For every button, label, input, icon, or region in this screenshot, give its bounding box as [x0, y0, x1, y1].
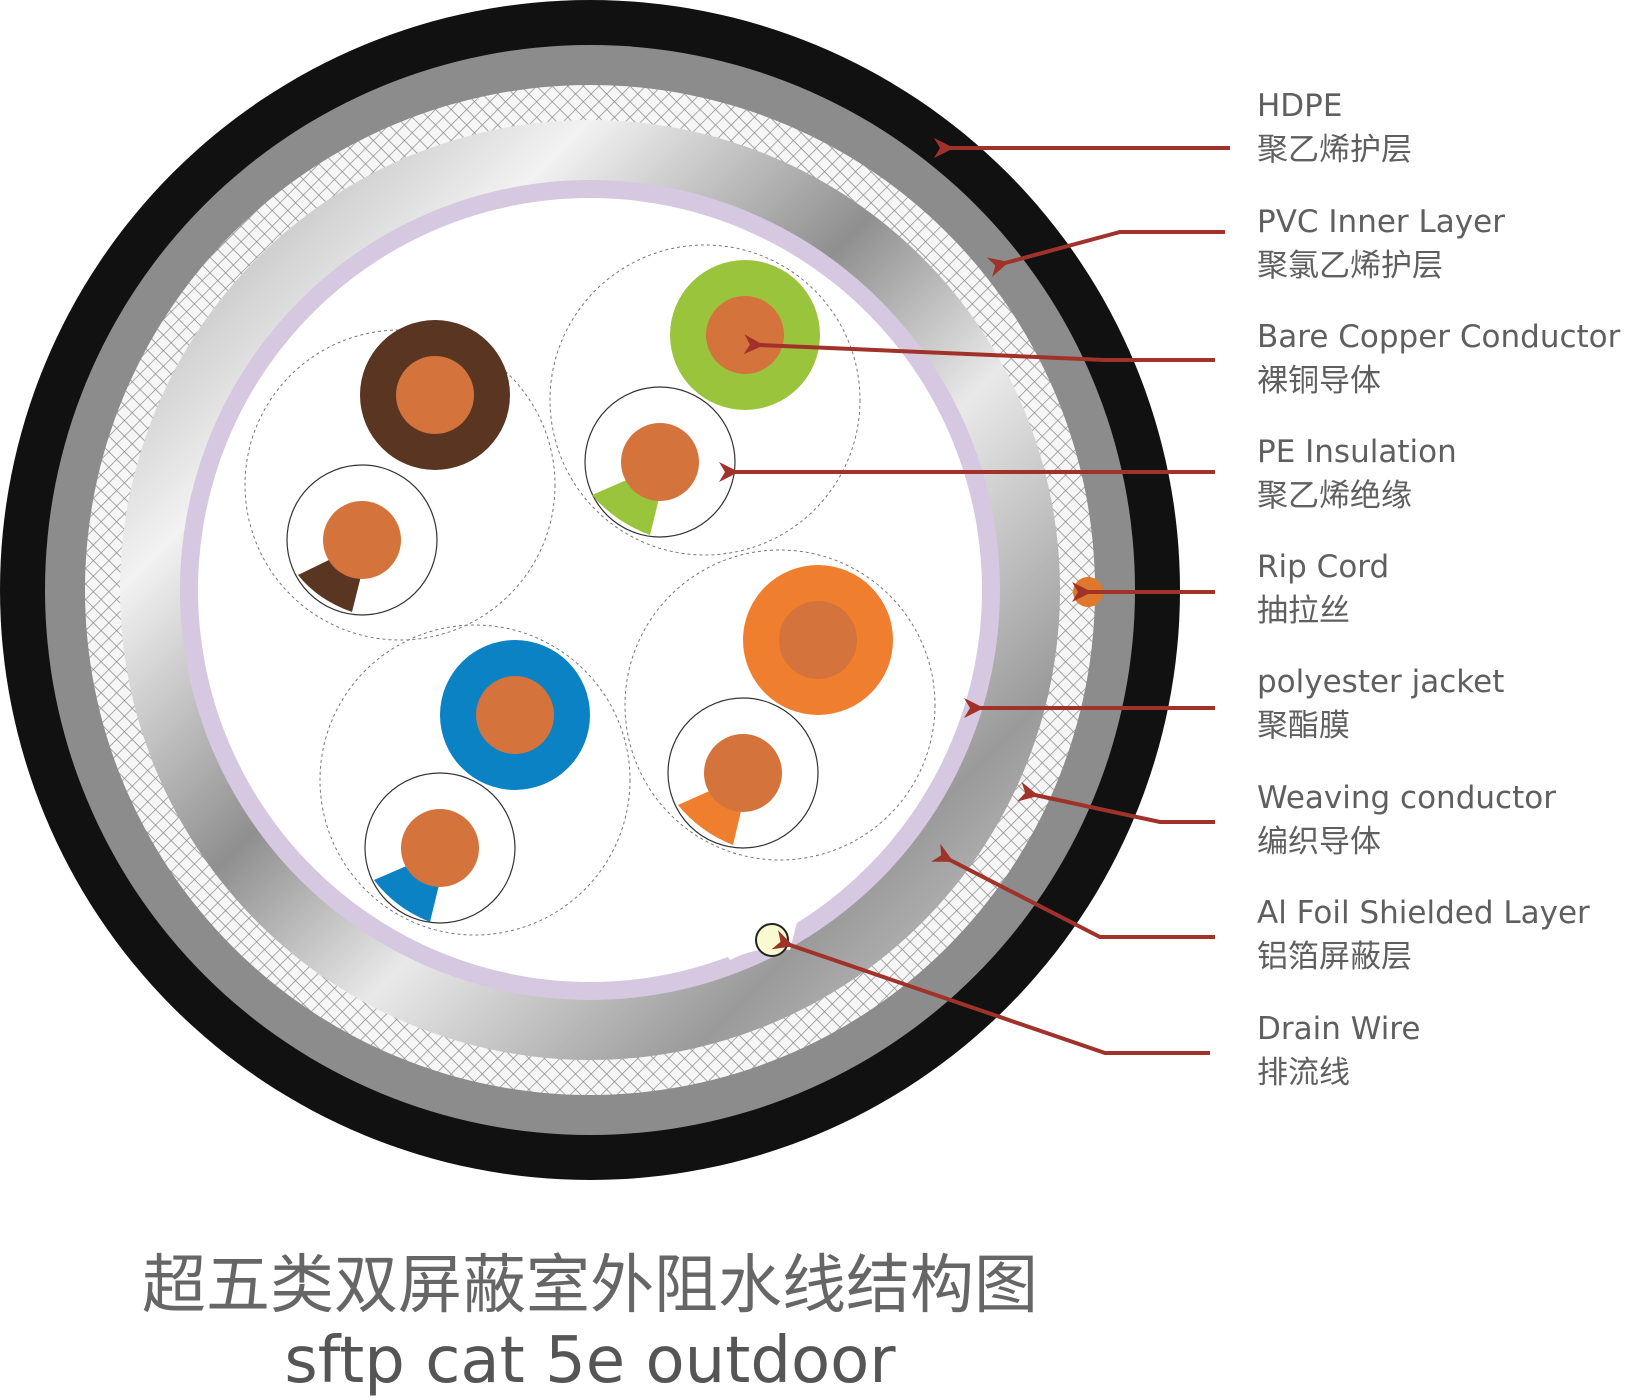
label-hdpe-cn: 聚乙烯护层: [1257, 132, 1412, 168]
pair-blue: [319, 624, 631, 936]
label-copper-en: Bare Copper Conductor: [1257, 319, 1621, 355]
leader-bare-copper-conductor: [743, 334, 1215, 362]
label-ripcord-en: Rip Cord: [1257, 549, 1389, 585]
conductor-blue: [476, 676, 554, 754]
label-polyester-cn: 聚酯膜: [1257, 708, 1350, 744]
label-pvc-en: PVC Inner Layer: [1257, 204, 1505, 240]
leader-al-foil-shielded-layer: [931, 843, 1215, 939]
conductor-green-white: [621, 423, 699, 501]
label-drain-en: Drain Wire: [1257, 1011, 1420, 1047]
conductor-orange: [779, 601, 857, 679]
title-en: sftp cat 5e outdoor: [284, 1324, 896, 1398]
conductor-brown-white: [323, 501, 401, 579]
pair-green: [549, 244, 861, 556]
label-polyester-en: polyester jacket: [1257, 664, 1504, 700]
title-cn: 超五类双屏蔽室外阻水线结构图: [142, 1249, 1038, 1323]
pair-brown: [244, 320, 556, 641]
conductor-orange-white: [704, 734, 782, 812]
label-hdpe-en: HDPE: [1257, 88, 1342, 124]
drain-wire: [755, 923, 789, 957]
label-drain-cn: 排流线: [1257, 1055, 1350, 1091]
conductor-green: [706, 296, 784, 374]
label-ripcord-cn: 抽拉丝: [1257, 593, 1350, 629]
leader-pvc-inner-layer: [986, 230, 1225, 277]
pair-orange: [624, 549, 936, 861]
leader-drain-wire: [771, 930, 1210, 1055]
label-alfoil-cn: 铝箔屏蔽层: [1257, 939, 1412, 975]
label-weaving-en: Weaving conductor: [1257, 780, 1556, 816]
label-pvc-cn: 聚氯乙烯护层: [1257, 248, 1443, 284]
label-alfoil-en: Al Foil Shielded Layer: [1257, 895, 1590, 931]
label-pe-cn: 聚乙烯绝缘: [1257, 478, 1412, 514]
label-pe-en: PE Insulation: [1257, 434, 1457, 470]
label-copper-cn: 裸铜导体: [1257, 363, 1381, 399]
conductor-blue-white: [401, 809, 479, 887]
label-weaving-cn: 编织导体: [1257, 824, 1381, 860]
conductor-brown: [396, 356, 474, 434]
leader-weaving-conductor: [1017, 781, 1215, 824]
